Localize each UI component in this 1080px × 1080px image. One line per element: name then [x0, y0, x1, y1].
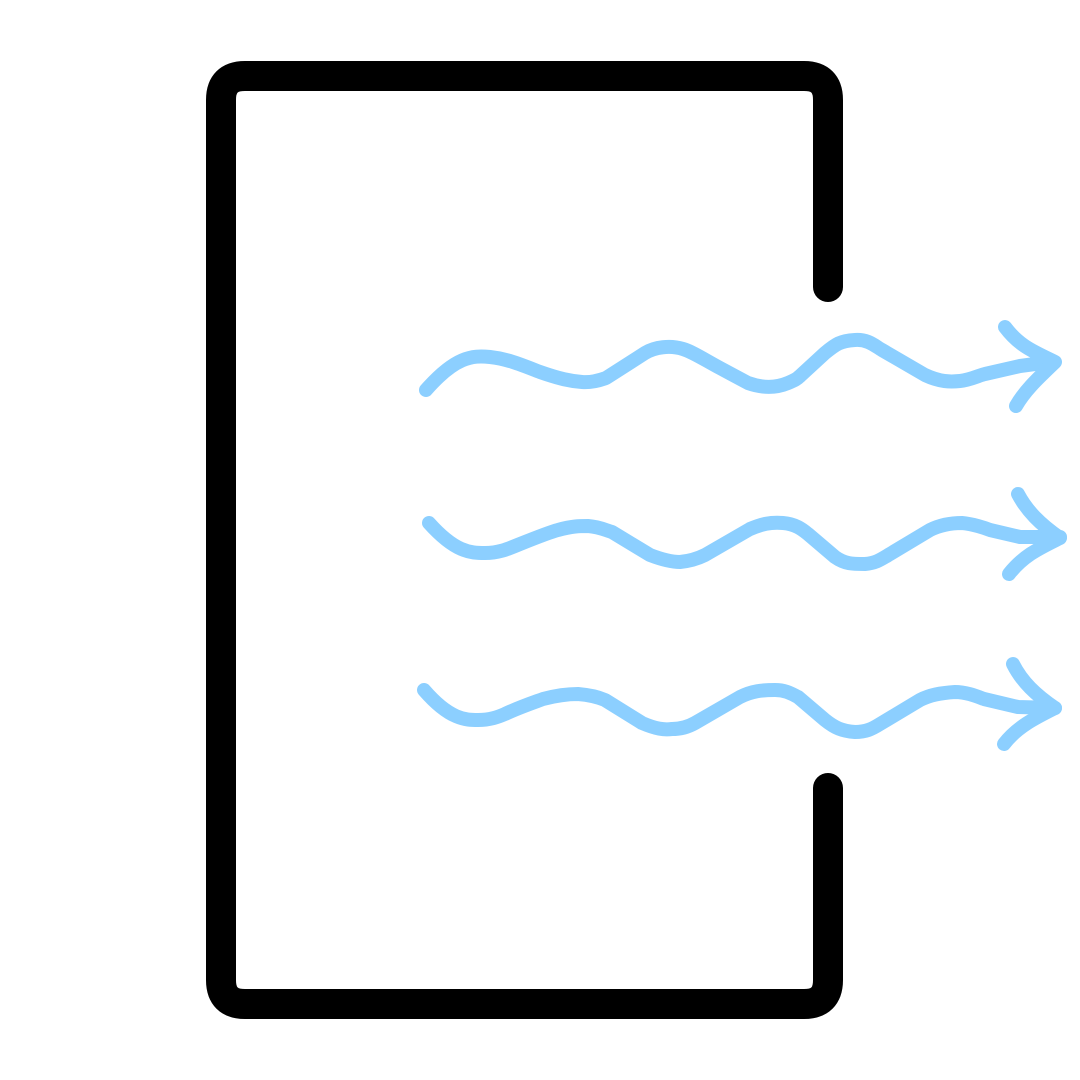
wave-arrow-middle: [422, 487, 1067, 581]
arrowhead-top: [998, 320, 1062, 413]
arrowhead-middle: [1002, 487, 1067, 581]
wave-arrow-top: [419, 320, 1062, 413]
frame-outline: [206, 61, 843, 1019]
wave-line-bottom: [417, 683, 1062, 739]
arrowhead-bottom: [997, 657, 1062, 751]
wave-line-top: [419, 332, 1057, 397]
wave-arrow-bottom: [417, 657, 1062, 751]
wave-line-middle: [422, 515, 1067, 571]
